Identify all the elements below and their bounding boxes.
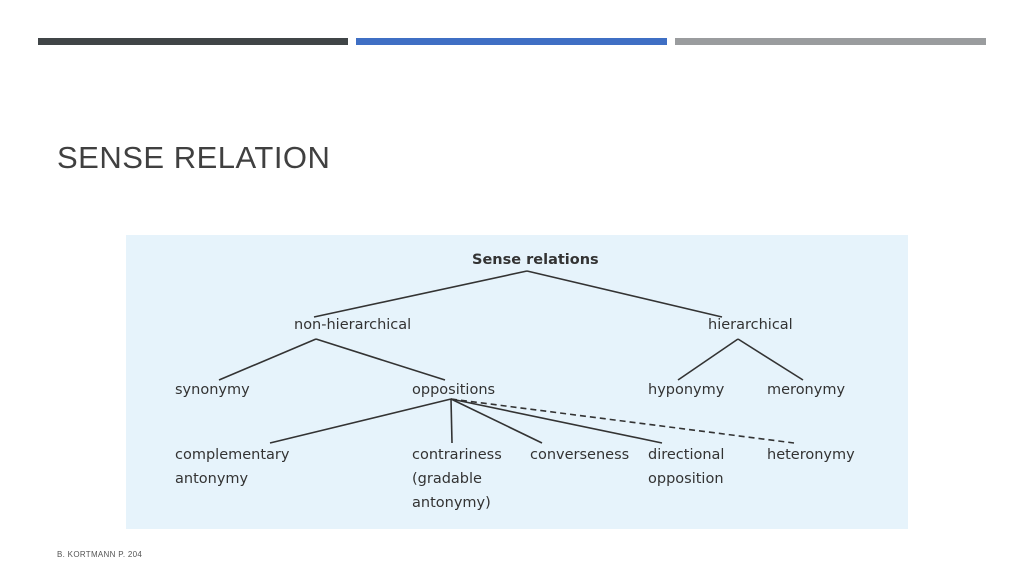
- node-heteronymy: heteronymy: [767, 447, 855, 463]
- edge-oppositions-directional: [450, 398, 663, 444]
- edge-oppositions-contrariness: [450, 398, 453, 444]
- node-synonymy: synonymy: [175, 382, 250, 398]
- node-directional-line1: directional: [648, 447, 724, 463]
- node-complementary-line2: antonymy: [175, 471, 249, 487]
- node-hierarchical: hierarchical: [708, 317, 793, 333]
- slide-title: SENSE RELATION: [57, 140, 331, 175]
- header-bar-blue: [356, 38, 667, 45]
- edge-hierarchical-meronymy: [737, 338, 804, 381]
- edge-nonhierarchical-synonymy: [218, 338, 317, 381]
- edge-oppositions-converseness: [450, 398, 543, 444]
- header-bar-gray: [675, 38, 986, 45]
- header-bar-dark: [38, 38, 348, 45]
- edge-root-hierarchical: [526, 270, 723, 318]
- edge-oppositions-complementary: [269, 398, 452, 444]
- node-oppositions: oppositions: [412, 382, 495, 398]
- node-contrariness-line3: antonymy): [412, 495, 491, 511]
- node-hyponymy: hyponymy: [648, 382, 725, 398]
- sense-relations-diagram: Sense relations non-hierarchical hierarc…: [126, 235, 908, 529]
- diagram-canvas: Sense relations non-hierarchical hierarc…: [126, 235, 908, 529]
- node-meronymy: meronymy: [767, 382, 845, 398]
- edge-oppositions-heteronymy: [450, 398, 795, 444]
- node-directional-line2: opposition: [648, 471, 724, 487]
- footer-citation: B. KORTMANN P. 204: [57, 550, 143, 559]
- node-contrariness-line1: contrariness: [412, 447, 502, 463]
- edge-nonhierarchical-oppositions: [315, 338, 446, 381]
- edge-root-nonhierarchical: [313, 270, 528, 318]
- node-non-hierarchical: non-hierarchical: [294, 317, 411, 333]
- node-contrariness-line2: (gradable: [412, 471, 482, 487]
- node-sense-relations: Sense relations: [472, 252, 599, 268]
- node-converseness: converseness: [530, 447, 629, 463]
- edge-hierarchical-hyponymy: [677, 338, 739, 381]
- node-complementary-line1: complementary: [175, 447, 290, 463]
- diagram-background: [126, 235, 908, 529]
